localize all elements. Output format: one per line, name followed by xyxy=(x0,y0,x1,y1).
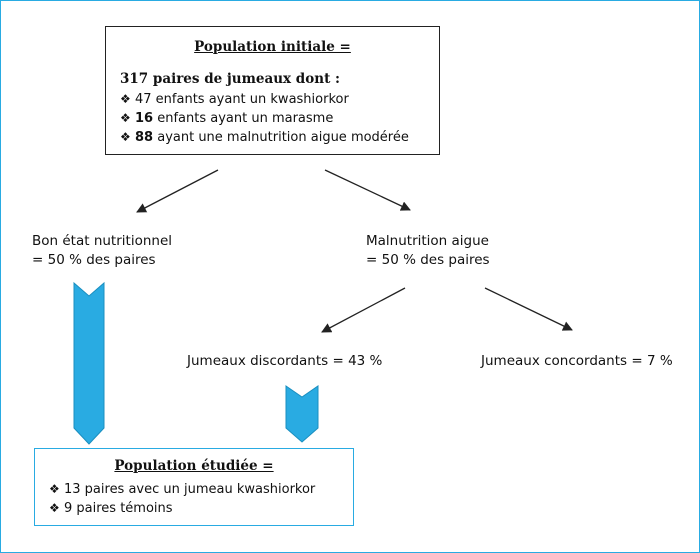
item-text: ayant une malnutrition aigue modérée xyxy=(153,130,409,145)
big-chevron-arrow xyxy=(73,281,105,445)
list-item: ❖ 88 ayant une malnutrition aigue modérée xyxy=(120,128,439,147)
item-text: enfants ayant un marasme xyxy=(153,111,334,126)
initial-population-box: Population initiale = 317 paires de jume… xyxy=(105,26,440,155)
item-number: 16 xyxy=(135,111,154,126)
item-number: 88 xyxy=(135,130,154,145)
small-chevron-arrow xyxy=(285,385,319,443)
studied-population-title: Population étudiée = xyxy=(114,458,274,474)
initial-population-list: ❖ 47 enfants ayant un kwashiorkor ❖ 16 enf… xyxy=(120,90,439,147)
discordants-label: Jumeaux discordants = 43 % xyxy=(187,353,383,369)
item-text: 9 paires témoins xyxy=(64,501,173,516)
list-item: ❖ 47 enfants ayant un kwashiorkor xyxy=(120,90,439,109)
arrow-to-discordants xyxy=(321,287,406,333)
item-text: 13 paires avec un jumeau kwashiorkor xyxy=(64,482,316,497)
studied-population-list: ❖ 13 paires avec un jumeau kwashiorkor ❖ 9… xyxy=(49,480,353,518)
list-item: ❖ 16 enfants ayant un marasme xyxy=(120,109,439,128)
diamond-cross-icon: ❖ xyxy=(120,111,131,125)
list-item: ❖ 13 paires avec un jumeau kwashiorkor xyxy=(49,480,353,499)
diamond-cross-icon: ❖ xyxy=(120,92,131,106)
bon-etat-label: Bon état nutritionnel = 50 % des paires xyxy=(32,232,172,270)
list-item: ❖ 9 paires témoins xyxy=(49,499,353,518)
arrow-to-bon-etat xyxy=(136,169,219,213)
diamond-cross-icon: ❖ xyxy=(120,130,131,144)
malnutrition-label: Malnutrition aigue = 50 % des paires xyxy=(366,232,490,270)
diamond-cross-icon: ❖ xyxy=(49,482,60,496)
item-text: 47 enfants ayant un kwashiorkor xyxy=(135,92,349,107)
arrow-to-concordants xyxy=(484,287,573,331)
malnutrition-line1: Malnutrition aigue xyxy=(366,233,489,249)
studied-population-box: Population étudiée = ❖ 13 paires avec un … xyxy=(34,448,354,526)
initial-population-subtitle: 317 paires de jumeaux dont : xyxy=(120,71,340,87)
bon-etat-line1: Bon état nutritionnel xyxy=(32,233,173,249)
diamond-cross-icon: ❖ xyxy=(49,501,60,515)
initial-population-title: Population initiale = xyxy=(194,39,351,55)
malnutrition-line2: = 50 % des paires xyxy=(366,252,490,268)
concordants-label: Jumeaux concordants = 7 % xyxy=(481,353,673,369)
arrow-to-malnutrition xyxy=(324,169,411,211)
bon-etat-line2: = 50 % des paires xyxy=(32,252,156,268)
